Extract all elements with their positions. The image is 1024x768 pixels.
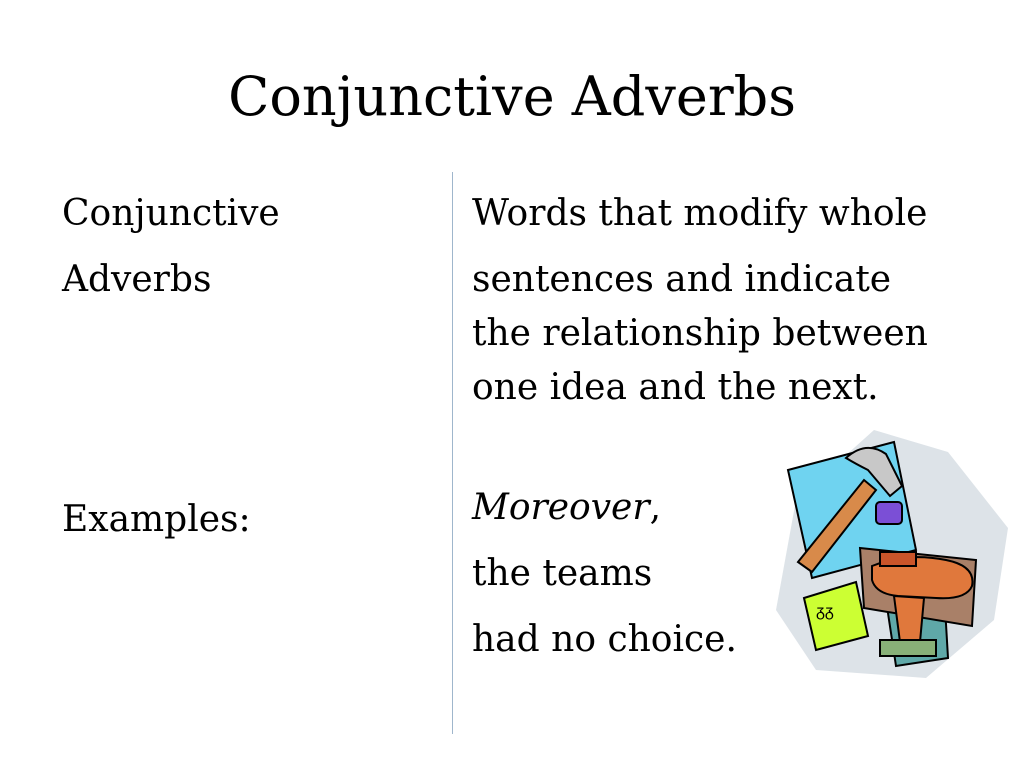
clipart-hammer-handle — [796, 478, 878, 574]
column-divider — [452, 172, 453, 734]
clipart-hammer-head — [844, 447, 904, 498]
left-spacer — [62, 324, 422, 498]
example-line-3: had no choice. — [472, 619, 737, 660]
slide-title: Conjunctive Adverbs — [228, 65, 796, 128]
clipart-shoe-heel — [879, 551, 917, 567]
example-line-2: the teams — [472, 553, 653, 594]
clipart-anvil-stand — [892, 594, 926, 643]
definition-line-1: Words that modify whole — [472, 193, 928, 234]
example-word: Moreover — [472, 487, 650, 528]
clipart-purple-clamp — [875, 501, 903, 525]
clipart-anvil-foot — [879, 639, 937, 657]
example-line-1: Moreover, — [472, 486, 1012, 552]
hammer-and-shoe-clipart-icon: ᵹᵹ — [776, 430, 1008, 678]
clipart-orange-shoe — [871, 556, 974, 600]
term-line-2: Adverbs — [62, 259, 212, 300]
left-column: Conjunctive Adverbs Examples: — [62, 192, 422, 564]
definition-line-2: sentences and indicate — [472, 259, 892, 300]
right-column: Words that modify whole sentences and in… — [472, 192, 1012, 684]
examples-label: Examples: — [62, 499, 251, 540]
term-line-1: Conjunctive — [62, 193, 280, 234]
definition-line-3: the relationship between — [472, 313, 928, 354]
clipart-green-note — [802, 580, 870, 652]
example-punct: , — [649, 487, 662, 528]
definition-line-4: one idea and the next. — [472, 367, 879, 408]
clipart-note-glyphs: ᵹᵹ — [816, 601, 834, 620]
